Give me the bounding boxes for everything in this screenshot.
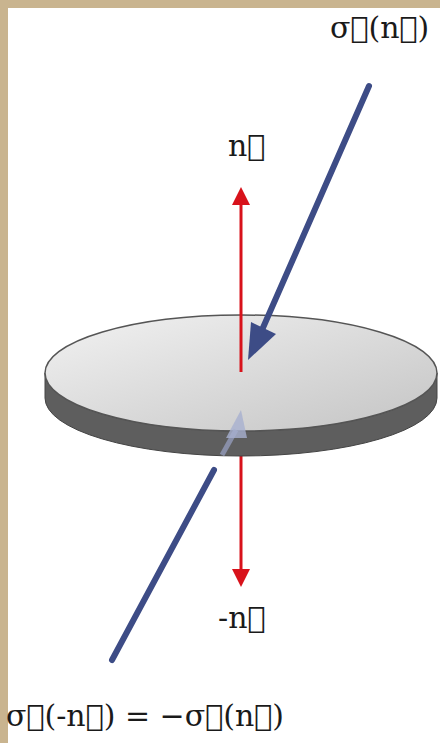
stress-arrowhead-upper — [248, 322, 276, 360]
normal-label: n⃗ — [228, 128, 265, 164]
stress-relation-label: σ⃗(-n⃗) = −σ⃗(n⃗) — [6, 698, 284, 734]
stress-arrowhead-lower — [226, 410, 247, 438]
negative-normal-label: -n⃗ — [218, 600, 265, 636]
normal-arrow-up — [240, 196, 243, 372]
stress-vector-lower — [112, 470, 214, 660]
stress-vector-upper — [262, 86, 369, 330]
stress-label: σ⃗(n⃗) — [330, 10, 429, 46]
normal-arrow-down — [240, 440, 243, 578]
